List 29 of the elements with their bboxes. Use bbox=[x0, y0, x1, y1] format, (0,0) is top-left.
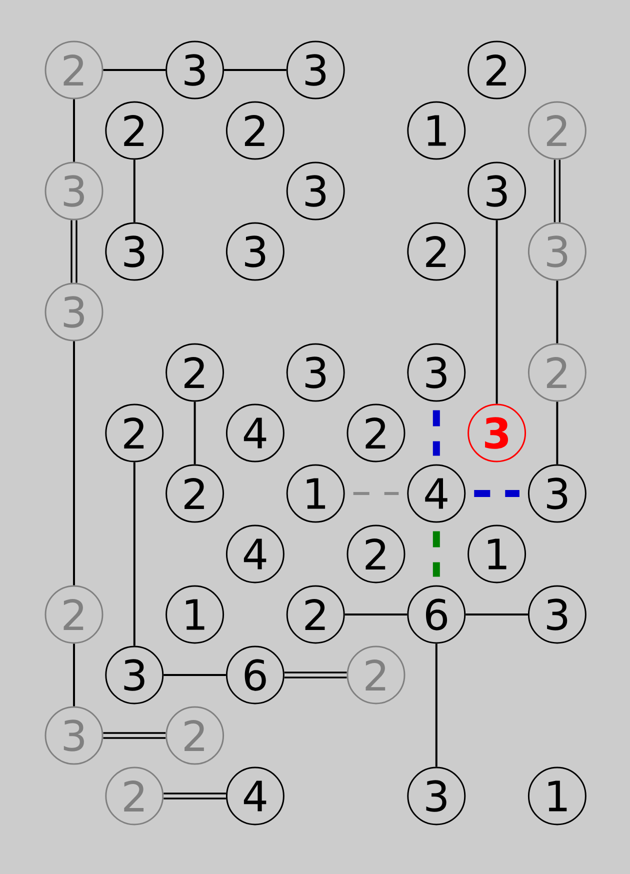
bridge-line bbox=[164, 674, 226, 676]
bridge-line bbox=[103, 732, 166, 734]
bridge-line bbox=[133, 160, 136, 222]
bridge-line bbox=[556, 280, 558, 344]
dashed-line bbox=[432, 410, 440, 456]
bridge-line bbox=[194, 402, 196, 464]
dashed-line bbox=[432, 531, 440, 577]
bridge-line bbox=[164, 792, 226, 794]
bridge-line bbox=[554, 160, 556, 222]
bridge-line bbox=[133, 462, 136, 646]
bridge-line bbox=[73, 99, 75, 162]
dashed-line bbox=[353, 492, 399, 495]
bridge-line bbox=[73, 644, 75, 706]
bridge-line bbox=[466, 614, 528, 616]
bridge-line bbox=[558, 160, 561, 222]
bridge-line bbox=[224, 69, 286, 71]
bridge-line bbox=[73, 341, 75, 586]
bridge-line bbox=[103, 737, 166, 739]
bridge-line bbox=[496, 220, 498, 404]
bridge-line bbox=[103, 69, 166, 71]
bridge-line bbox=[435, 644, 438, 767]
bridge-line bbox=[344, 614, 408, 616]
bridge-line bbox=[284, 676, 347, 678]
bridge-line bbox=[70, 220, 72, 283]
bridge-line bbox=[164, 798, 226, 800]
bridge-line bbox=[76, 220, 78, 283]
dashed-line bbox=[474, 490, 520, 497]
bridge-line bbox=[556, 402, 558, 464]
bridge-line bbox=[284, 672, 347, 674]
